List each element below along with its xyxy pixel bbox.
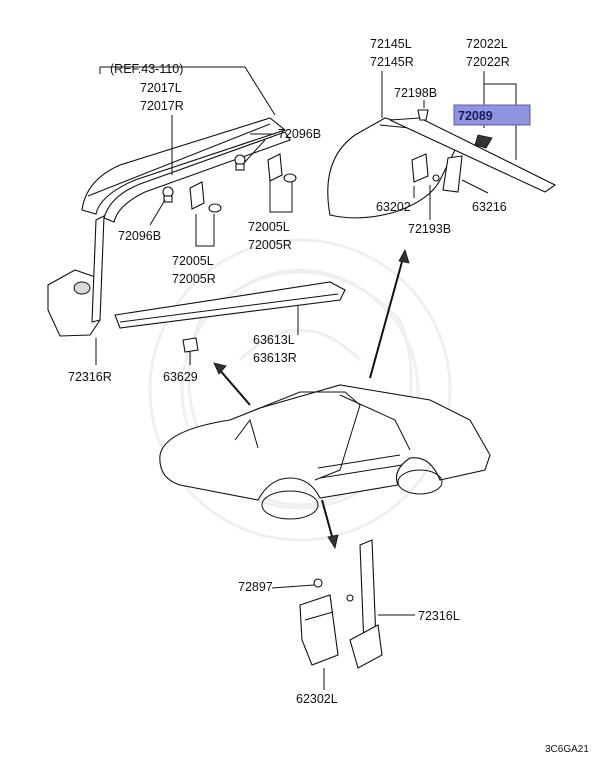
label-72005R-b[interactable]: 72005R xyxy=(172,272,216,286)
roof-rail-garnish[interactable] xyxy=(81,117,291,223)
part-labels: (REF.43-110) 72017L 72017R 72096B 72096B… xyxy=(68,37,589,755)
label-72089[interactable]: 72089 xyxy=(458,109,493,123)
label-72145R[interactable]: 72145R xyxy=(370,55,414,69)
cowl-side-trim-62302L[interactable] xyxy=(299,594,339,666)
label-72017R[interactable]: 72017R xyxy=(140,99,184,113)
label-72316L[interactable]: 72316L xyxy=(418,609,460,623)
quarter-trim-63202[interactable] xyxy=(327,117,456,219)
screw-72897[interactable] xyxy=(313,578,354,602)
leader-lines xyxy=(95,66,517,690)
label-62302L[interactable]: 62302L xyxy=(296,692,338,706)
side-sill-63613[interactable] xyxy=(114,281,346,329)
label-63202[interactable]: 63202 xyxy=(376,200,411,214)
label-63613L[interactable]: 63613L xyxy=(253,333,295,347)
label-72198B[interactable]: 72198B xyxy=(394,86,437,100)
retainer-72089[interactable] xyxy=(474,134,493,149)
label-72897[interactable]: 72897 xyxy=(238,580,273,594)
label-ref[interactable]: (REF.43-110) xyxy=(110,62,183,76)
highlight-box-72089 xyxy=(453,104,531,126)
label-72005L-a[interactable]: 72005L xyxy=(248,220,290,234)
label-72005L-b[interactable]: 72005L xyxy=(172,254,214,268)
clip-72096B-top[interactable] xyxy=(234,154,246,171)
cover-63216[interactable] xyxy=(442,155,463,193)
label-72096B-left[interactable]: 72096B xyxy=(118,229,161,243)
clip-72096B-left[interactable] xyxy=(162,186,174,203)
clip-72198B[interactable] xyxy=(417,109,429,121)
label-72022L[interactable]: 72022L xyxy=(466,37,508,51)
label-diagram-code: 3C6GA21 xyxy=(545,744,589,755)
kick-panel-72316L[interactable] xyxy=(349,539,383,669)
screw-72193B[interactable] xyxy=(432,174,440,182)
label-72022R[interactable]: 72022R xyxy=(466,55,510,69)
label-72017L[interactable]: 72017L xyxy=(140,81,182,95)
indicator-arrows xyxy=(213,248,410,550)
label-72005R-a[interactable]: 72005R xyxy=(248,238,292,252)
label-72145L[interactable]: 72145L xyxy=(370,37,412,51)
car-body-outline xyxy=(159,384,491,520)
label-63613R[interactable]: 63613R xyxy=(253,351,297,365)
label-72096B-top[interactable]: 72096B xyxy=(278,127,321,141)
label-72193B[interactable]: 72193B xyxy=(408,222,451,236)
bracket-72005-b[interactable] xyxy=(189,181,222,213)
label-63629[interactable]: 63629 xyxy=(163,370,198,384)
label-72316R[interactable]: 72316R xyxy=(68,370,112,384)
kick-panel-72316R[interactable] xyxy=(47,215,105,337)
bracket-72005-a[interactable] xyxy=(267,153,297,183)
clip-63629[interactable] xyxy=(182,337,199,353)
label-63216[interactable]: 63216 xyxy=(472,200,507,214)
pillar-trim-72022[interactable] xyxy=(389,117,557,193)
